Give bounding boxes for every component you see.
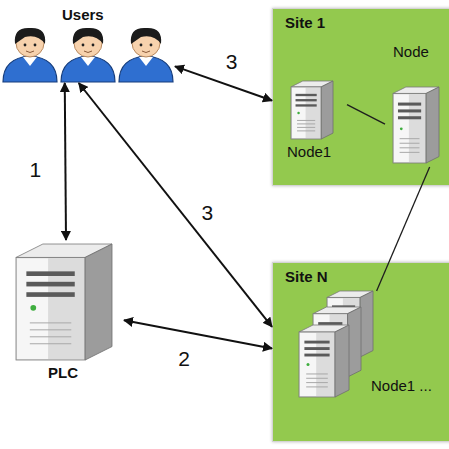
server-stack-node: Node1 ... (293, 291, 445, 431)
server-node: Node (385, 41, 447, 167)
server-illustration (293, 291, 445, 431)
step-number: 3 (226, 51, 238, 72)
user-group: Users (0, 0, 175, 83)
flow-arrow (79, 83, 272, 327)
link-line (347, 105, 385, 125)
link-line (377, 167, 430, 291)
node-label: Site N (285, 268, 328, 285)
node-label: Site 1 (285, 14, 325, 31)
flow-arrow (124, 320, 272, 348)
site-box: Site 1 Node1 Node (272, 8, 449, 186)
flow-arrow (175, 66, 272, 100)
node-label: Users (62, 6, 104, 23)
node-label: Node1 ... (371, 377, 432, 394)
site-box: Site N Node1 ... (272, 262, 449, 442)
server-node: Node1 (285, 71, 347, 167)
flow-arrow (65, 83, 66, 240)
node-label: Node (393, 43, 429, 60)
step-number: 1 (30, 159, 42, 180)
node-label: PLC (48, 364, 78, 381)
plc-server: PLC (8, 240, 124, 386)
step-number: 2 (178, 348, 190, 369)
step-number: 3 (202, 202, 214, 223)
node-label: Node1 (287, 143, 331, 160)
